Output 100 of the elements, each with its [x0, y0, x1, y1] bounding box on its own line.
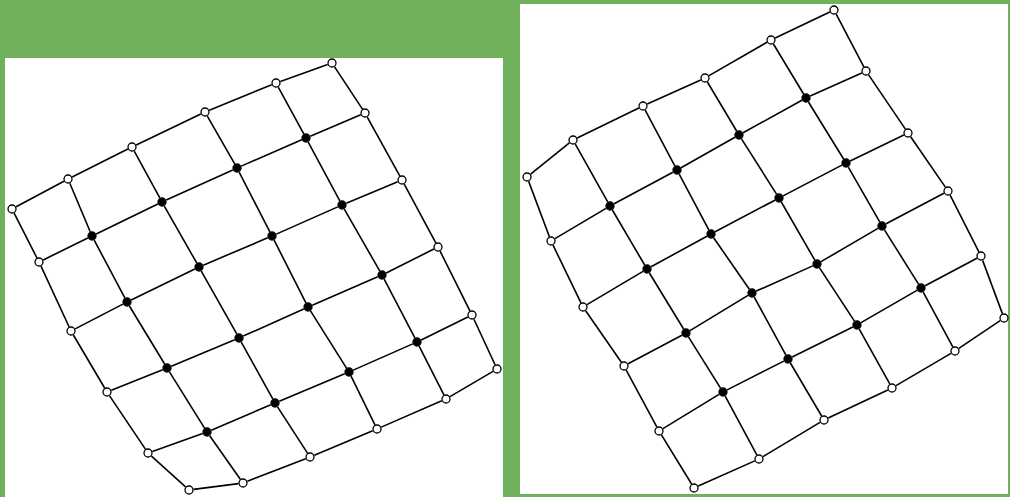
mesh-edge [163, 205, 198, 264]
filled-node [377, 270, 387, 280]
filled-node [270, 398, 280, 408]
open-node [305, 452, 315, 462]
mesh-edge [202, 237, 269, 266]
open-node [568, 135, 578, 145]
mesh-edge [644, 109, 676, 167]
filled-node [344, 367, 354, 377]
mesh-edge [449, 370, 494, 398]
mesh-edge [273, 239, 307, 304]
mesh-edge [242, 308, 305, 337]
mesh-edge [818, 267, 856, 322]
open-node [200, 107, 210, 117]
mesh-edge [708, 41, 768, 77]
mesh-edge [210, 404, 272, 431]
open-node [638, 101, 648, 111]
mesh-edge [924, 257, 978, 287]
filled-node [916, 283, 926, 293]
mesh-edge [333, 66, 364, 110]
open-node [689, 483, 699, 493]
open-node [397, 175, 407, 185]
filled-node [841, 158, 851, 168]
mesh-edge [439, 250, 471, 312]
mesh-edge [200, 270, 238, 335]
mesh-edge [820, 227, 879, 263]
mesh-edge [350, 375, 376, 426]
mesh-edge [858, 328, 891, 385]
filled-node [337, 200, 347, 210]
filled-node [301, 133, 311, 143]
mesh-edge [72, 334, 106, 389]
mesh-edge [885, 192, 945, 225]
mesh-edge [847, 166, 881, 223]
mesh-edge [208, 435, 242, 480]
open-node [433, 242, 443, 252]
mesh-edge [71, 148, 129, 178]
mesh-edge [849, 134, 905, 162]
mesh-edge [74, 303, 124, 330]
mesh-edge [584, 310, 623, 363]
open-node [903, 128, 913, 138]
mesh-edge [527, 180, 551, 238]
open-node [754, 454, 764, 464]
mesh-edge [380, 400, 443, 428]
mesh-edge [650, 235, 708, 268]
filled-node [706, 229, 716, 239]
mesh-edge [922, 291, 954, 348]
mesh-edge [246, 457, 307, 483]
mesh-edge [418, 345, 445, 396]
filled-node [267, 231, 277, 241]
mesh-edge [473, 318, 496, 366]
mesh-edge [110, 368, 164, 392]
mesh-edge [712, 237, 751, 290]
open-node [441, 394, 451, 404]
mesh-edge [240, 341, 274, 400]
open-node [143, 448, 153, 458]
open-node [127, 142, 137, 152]
mesh-edge [130, 268, 196, 301]
filled-node [718, 387, 728, 397]
mesh-edge [93, 239, 126, 299]
filled-node [852, 320, 862, 330]
filled-node [877, 221, 887, 231]
mesh-edge [108, 395, 147, 450]
mesh-edge [40, 265, 70, 328]
mesh-edge [586, 270, 644, 306]
mesh-edge [403, 183, 437, 244]
open-node [578, 302, 588, 312]
mesh-edge [313, 430, 374, 456]
filled-node [412, 337, 422, 347]
mesh-edge [689, 294, 749, 332]
mesh-edge [860, 289, 918, 324]
mesh-edge [69, 182, 91, 233]
filled-node [194, 262, 204, 272]
open-node [184, 485, 194, 495]
mesh-edge [383, 278, 416, 339]
mesh-edge [554, 207, 607, 240]
mesh-edge [133, 150, 161, 199]
mesh-edge [309, 310, 348, 369]
filled-node [812, 259, 822, 269]
mesh-edge [835, 13, 865, 68]
mesh-edge [827, 389, 889, 419]
filled-node [122, 297, 132, 307]
mesh-edge [208, 83, 273, 112]
mesh-edge [311, 276, 379, 306]
mesh-edge [576, 107, 640, 139]
mesh-edge [909, 136, 947, 188]
mesh-edge [352, 343, 414, 371]
filled-node [232, 163, 242, 173]
mesh-edge [807, 101, 845, 160]
mesh-edge [680, 136, 736, 169]
mesh-edge [277, 86, 305, 135]
mesh-edge [307, 141, 341, 202]
mesh-edge [95, 203, 159, 235]
mesh-edge [678, 173, 710, 231]
open-node [654, 426, 664, 436]
mesh-edge [949, 194, 980, 253]
mesh-edge [958, 319, 1001, 350]
mesh-edge [774, 11, 831, 39]
mesh-edge [150, 455, 187, 488]
open-node [34, 257, 44, 267]
mesh-edge [762, 421, 821, 458]
mesh-edge [809, 72, 863, 97]
